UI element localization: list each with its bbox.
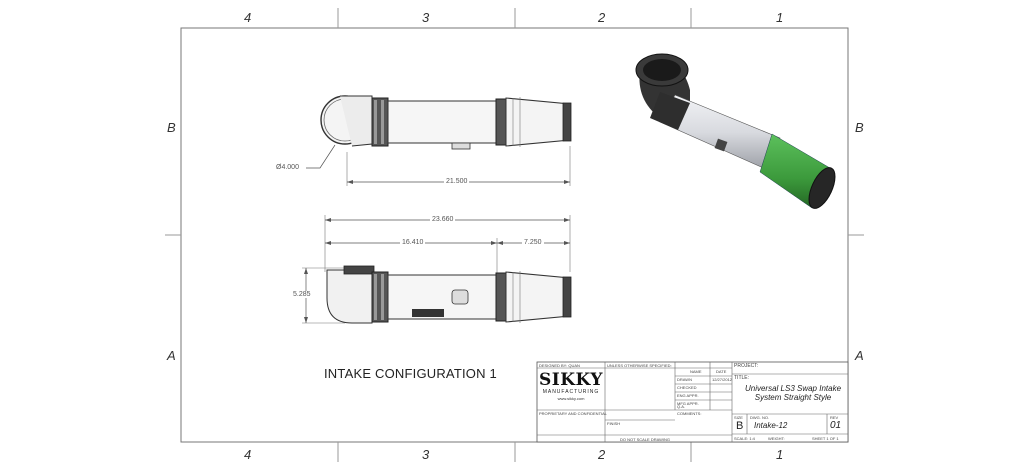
tb-size-label: SIZE (734, 415, 743, 420)
tb-title-label: TITLE: (734, 375, 750, 381)
tb-rev: 01 (830, 420, 842, 431)
company-logo-sub: MANUFACTURING (542, 389, 600, 395)
zone-row-b-right: B (855, 120, 864, 135)
zone-col-2-bottom: 2 (598, 447, 606, 462)
elbow-lip (343, 265, 375, 275)
overall-length-dimension: 23.660 (430, 216, 456, 223)
zone-col-3-top: 3 (422, 10, 430, 25)
zone-col-1-top: 1 (776, 10, 784, 25)
main-tube (387, 100, 497, 144)
tb-date-value: 12/27/2012 (712, 377, 733, 382)
tb-qa: Q.A. (677, 404, 686, 409)
zone-col-1-bottom: 1 (776, 447, 784, 462)
tb-rev-label: REV (830, 415, 839, 420)
tube-logo-badge (412, 309, 444, 317)
tb-project: PROJECT: (734, 363, 759, 369)
right-length-dimension: 7.250 (522, 239, 544, 246)
dim-arrows (304, 268, 308, 323)
coupler-band (381, 274, 384, 320)
tb-scale: SCALE: 1:4 (734, 436, 755, 441)
top-length-dimension: 21.500 (444, 178, 470, 185)
zone-col-4-top: 4 (244, 10, 252, 25)
coupler-band (374, 100, 377, 144)
iso-elbow-hole (643, 59, 681, 81)
tb-dwg-no: Intake-12 (754, 421, 788, 430)
zone-row-a-right: A (855, 348, 864, 363)
zone-col-2-top: 2 (598, 10, 606, 25)
coupler-band (381, 100, 384, 144)
configuration-label: INTAKE CONFIGURATION 1 (324, 366, 497, 381)
diameter-dimension: Ø4.000 (276, 164, 299, 171)
coupler-band (374, 274, 377, 320)
tb-proprietary: PROPRIETARY AND CONFIDENTIAL (539, 411, 608, 416)
tb-unless: UNLESS OTHERWISE SPECIFIED: (607, 363, 672, 368)
zone-row-a-left: A (167, 348, 176, 363)
title-block-border (536, 361, 849, 443)
tb-drawn: DRAWN (677, 377, 692, 382)
sensor-bung (451, 142, 471, 150)
tb-comments: COMMENTS: (677, 411, 702, 416)
diameter-leader (306, 144, 336, 169)
tb-no-scale: DO NOT SCALE DRAWING (620, 437, 671, 442)
sensor-bung-side (451, 289, 469, 305)
zone-row-b-left: B (167, 120, 176, 135)
tb-weight: WEIGHT: (768, 436, 785, 441)
iso-coupler (650, 92, 690, 130)
elbow-side (326, 269, 373, 324)
iso-filter-endcap (808, 167, 836, 209)
tb-designed-by: DESIGNED BY: QUAN (539, 363, 580, 368)
tb-dwg-label: DWG. NO. (750, 415, 770, 420)
tb-eng-appr: ENG APPR. (677, 393, 699, 398)
tb-finish: FINISH (607, 421, 621, 426)
company-url: www.sikky.com (557, 396, 585, 401)
company-logo: SIKKY (539, 370, 603, 390)
zone-col-4-bottom: 4 (244, 447, 252, 462)
iso-sensor (714, 138, 728, 152)
zone-col-3-bottom: 3 (422, 447, 430, 462)
tb-size: B (736, 420, 744, 432)
height-dimension: 5.285 (293, 291, 311, 298)
tb-date-col: DATE (716, 369, 727, 374)
tb-checked: CHECKED (677, 385, 697, 390)
tb-sheet: SHEET 1 OF 1 (812, 436, 839, 441)
left-length-dimension: 16.410 (400, 239, 426, 246)
filter-endcap-side (562, 276, 572, 318)
tb-name-col: NAME (690, 369, 702, 374)
drawing-title: Universal LS3 Swap Intake System Straigh… (744, 384, 842, 402)
tb-mfg-appr: MFG APPR. (677, 401, 699, 406)
filter-endcap (562, 102, 572, 142)
